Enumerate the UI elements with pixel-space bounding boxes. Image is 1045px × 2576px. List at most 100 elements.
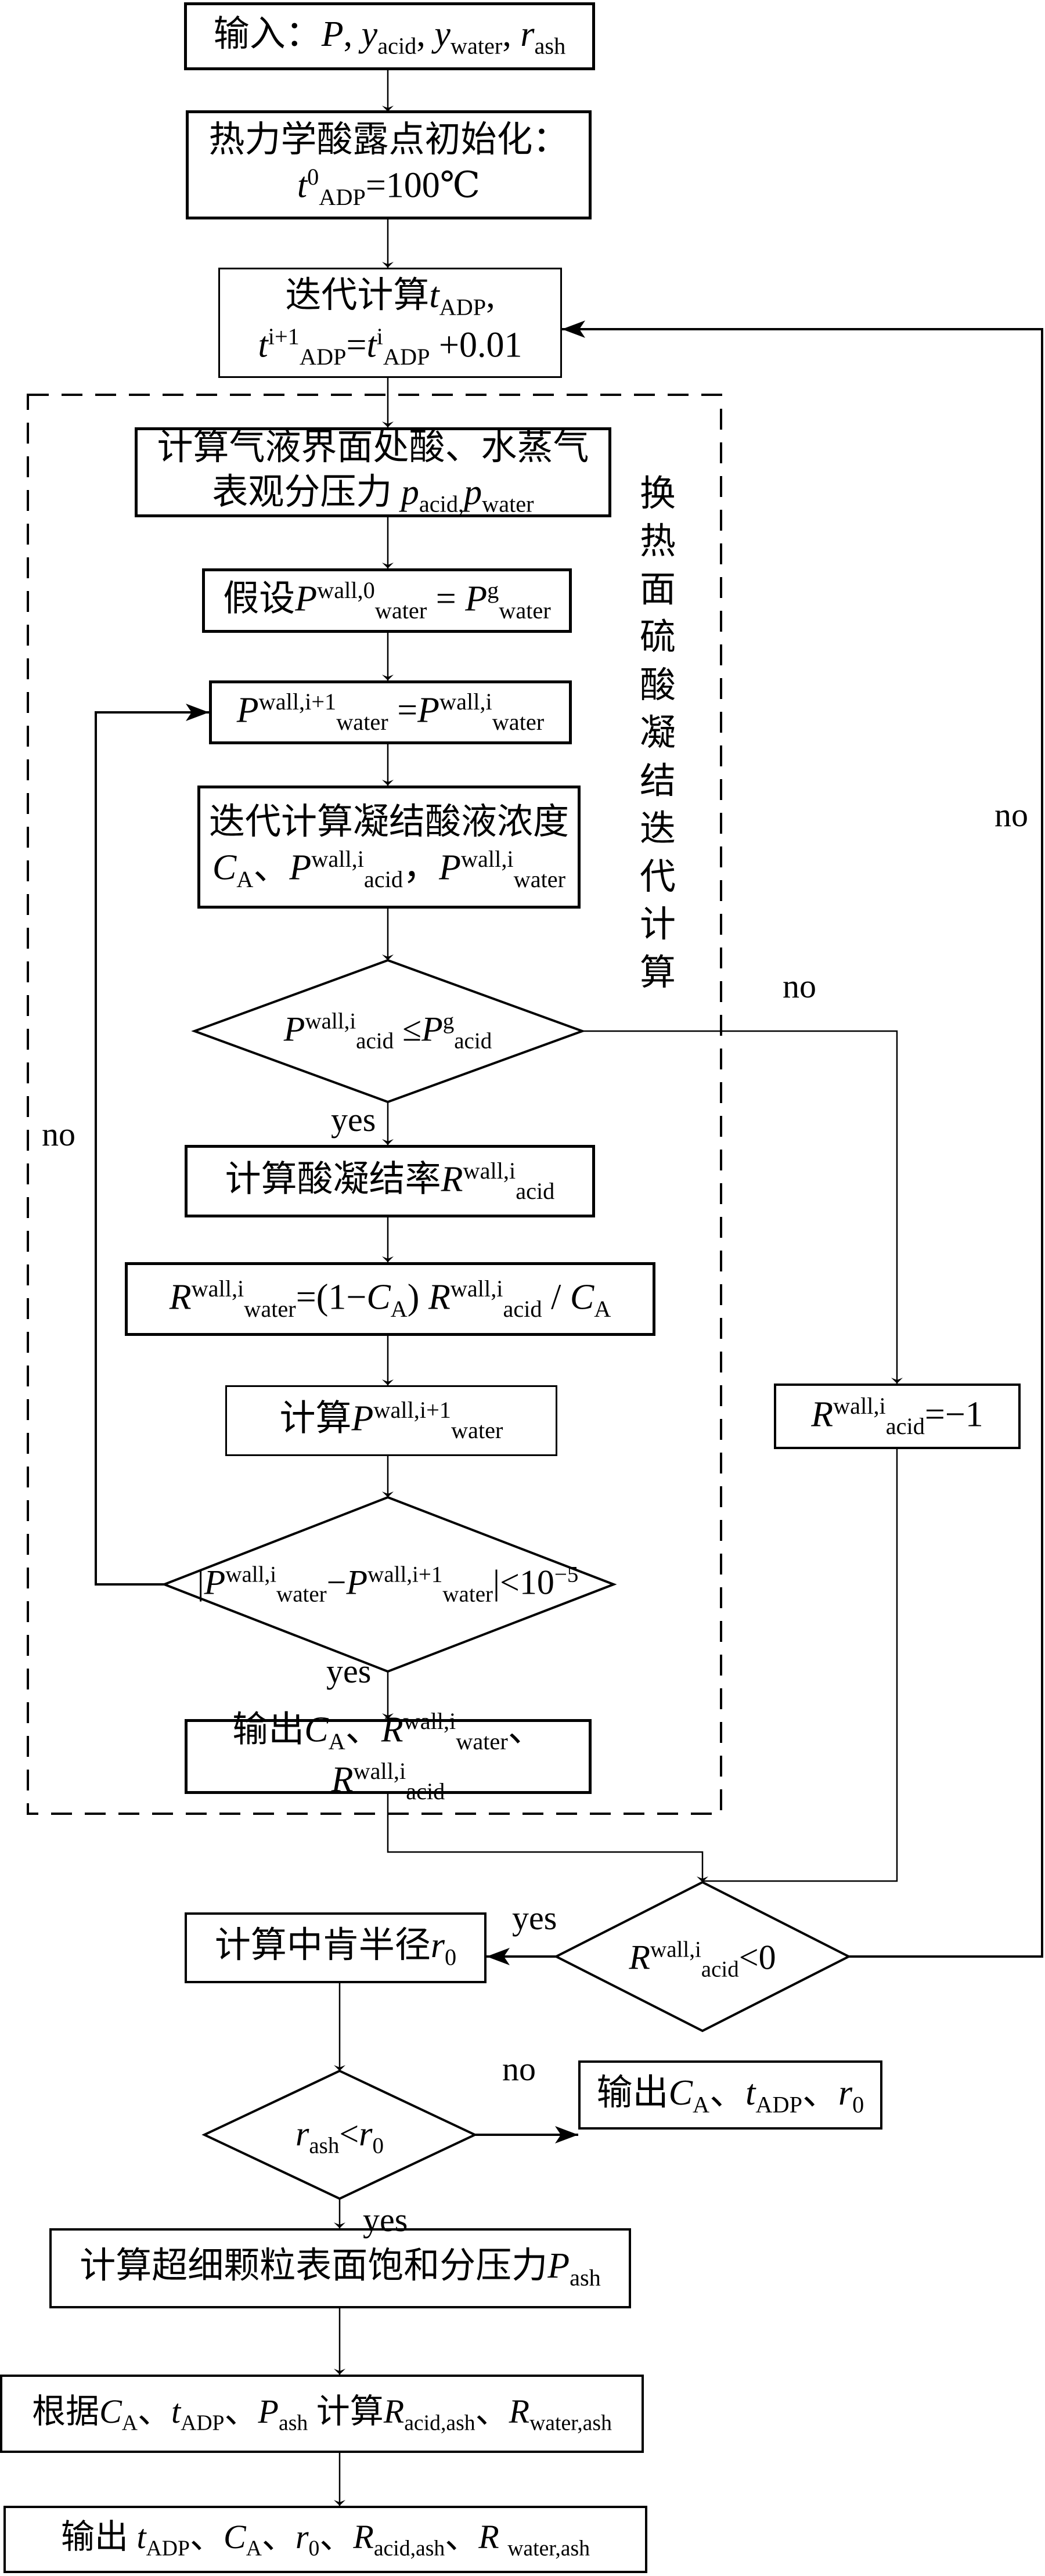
sub: A <box>246 2536 262 2561</box>
label-yes-d1: yes <box>331 1101 376 1139</box>
sup: 0 <box>307 164 319 190</box>
var-C: C <box>570 1277 594 1317</box>
sub: A <box>236 866 254 893</box>
conc-title: 迭代计算凝结酸液浓度 <box>208 802 569 842</box>
var-p: p <box>401 473 419 513</box>
sub: 0 <box>445 1944 457 1970</box>
var-P: P <box>547 2246 570 2286</box>
sep: 、 <box>253 848 290 888</box>
var-r: r <box>838 2073 853 2113</box>
region-label-char: 凝 <box>639 714 676 754</box>
label-yes-d2: yes <box>326 1652 372 1690</box>
label-yes-d4: yes <box>363 2201 408 2239</box>
var-P: P <box>465 579 488 619</box>
sep: , <box>486 276 495 316</box>
sub: ADP <box>319 184 366 211</box>
t: 根据 <box>32 2392 100 2430</box>
var-P: P <box>321 14 344 54</box>
op: <0 <box>738 1938 776 1977</box>
final-output-box: 输出 tADP、CA、r0、Racid,ash、R water,ash <box>3 2506 647 2573</box>
label-no-d1: no <box>783 967 816 1005</box>
region-label-char: 代 <box>639 857 676 897</box>
pash-box: 计算超细颗粒表面饱和分压力Pash <box>49 2228 631 2308</box>
critical-radius-box: 计算中肯半径r0 <box>185 1912 487 1983</box>
t: 计算 <box>316 2392 384 2430</box>
var-t: t <box>745 2073 756 2113</box>
sub-acid: acid <box>377 33 417 59</box>
var-r: r <box>430 1926 445 1966</box>
region-label-char: 计 <box>639 905 676 945</box>
sub: A <box>328 1728 345 1755</box>
dashed-region <box>27 394 722 1815</box>
sub: ash <box>570 2264 601 2291</box>
var-y: y <box>361 14 378 54</box>
var-P: P <box>204 1563 226 1602</box>
sub: ADP <box>439 294 487 320</box>
sup: wall,0 <box>317 577 375 603</box>
sep: 、 <box>224 2392 258 2430</box>
var-R: R <box>428 1277 451 1317</box>
var-R: R <box>811 1395 834 1435</box>
region-label-char: 硫 <box>639 618 676 658</box>
loop-back-outer <box>562 320 1043 1958</box>
sub: acid <box>454 1028 492 1054</box>
sup: wall,i+1 <box>373 1397 451 1424</box>
sep: 、 <box>445 2518 479 2556</box>
var-P: P <box>289 848 312 888</box>
var-C: C <box>668 2073 693 2113</box>
sup: wall,i+1 <box>258 689 337 715</box>
merge-inner <box>387 1794 708 1882</box>
var-P: P <box>283 1010 305 1049</box>
sub: ADP <box>383 344 430 370</box>
sep: 、 <box>190 2518 224 2556</box>
var-R: R <box>509 2392 530 2430</box>
input-box: 输入：P, yacid, ywater, rash <box>184 2 595 70</box>
calc-p-box: 计算Pwall,i+1water <box>225 1385 557 1456</box>
decision-4-shape <box>201 2069 478 2200</box>
sup: wall,i <box>225 1562 277 1587</box>
var-t: t <box>429 276 439 316</box>
sub: ADP <box>299 344 347 370</box>
iter-title: 迭代计算tADP, <box>285 273 495 322</box>
var-r: r <box>295 2114 309 2153</box>
t: 计算酸凝结率 <box>225 1159 441 1199</box>
sup: wall,i+1 <box>367 1562 443 1587</box>
sup: g <box>442 1008 455 1034</box>
sep: 、 <box>709 2073 746 2113</box>
decision-3: Rwall,iacid<0 <box>629 1937 776 1983</box>
concentration-box: 迭代计算凝结酸液浓度 CA、Pwall,iacid，Pwall,iwater <box>197 786 581 909</box>
var-r: r <box>295 2518 309 2556</box>
sup: wall,i <box>450 1275 503 1302</box>
sub-ash: ash <box>534 33 566 59</box>
sub: 0 <box>852 2091 864 2118</box>
decision-2: |Pwall,iwater−Pwall,i+1water|<10−5 <box>197 1562 579 1608</box>
var-C: C <box>366 1277 391 1317</box>
sub-water: water <box>450 33 503 59</box>
init-formula: t0ADP=100℃ <box>297 163 480 212</box>
sub: 0 <box>308 2536 320 2561</box>
var-C: C <box>212 848 237 888</box>
decision-2-shape <box>161 1496 617 1673</box>
water-rate-box: Rwall,iwater=(1−CA) Rwall,iacid / CA <box>125 1262 655 1336</box>
op: ) <box>407 1277 420 1317</box>
region-label-char: 换 <box>639 474 676 514</box>
var-t: t <box>171 2392 181 2430</box>
init-title: 热力学酸露点初始化： <box>208 120 569 160</box>
sub: acid <box>406 1778 445 1804</box>
op: / <box>542 1277 570 1317</box>
loop-back-inner <box>95 704 209 1586</box>
sub: water <box>482 491 534 517</box>
sub: water <box>442 1581 493 1607</box>
var-R: R <box>441 1159 463 1199</box>
sup: wall,i <box>353 1757 406 1784</box>
acid-rate-box: 计算酸凝结率Rwall,iacid <box>185 1145 595 1217</box>
var-P: P <box>236 690 259 730</box>
num: 10 <box>519 1563 554 1602</box>
sub: A <box>121 2411 138 2436</box>
var-R: R <box>381 1710 403 1750</box>
var-R: R <box>353 2518 374 2556</box>
sub: water <box>513 866 566 893</box>
region-label-char: 面 <box>639 570 676 610</box>
sub: acid, <box>419 491 464 517</box>
var-t: t <box>366 325 377 365</box>
